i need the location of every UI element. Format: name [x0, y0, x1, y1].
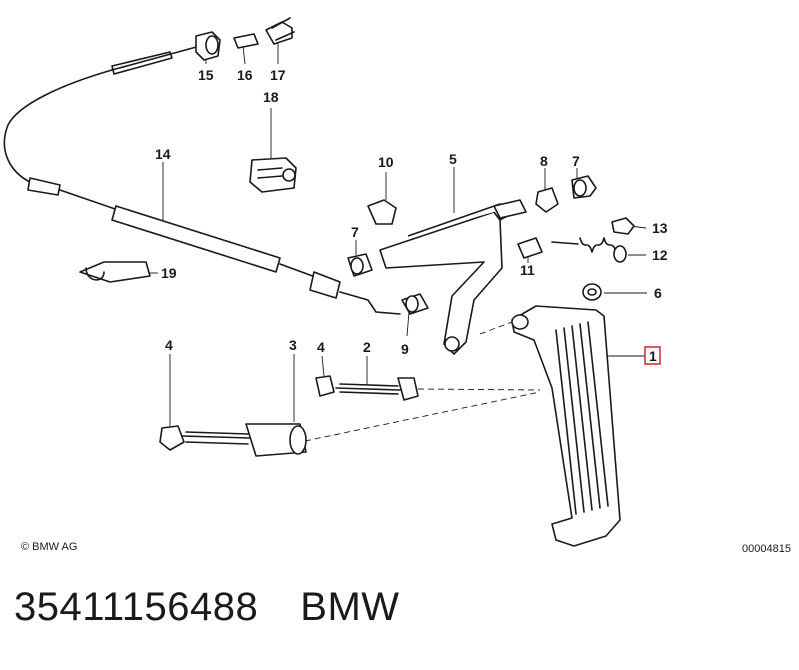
cable-clip: [79, 261, 151, 283]
callout-labels: 15 16 17 18 14 19 10 5 8 7 13 12 6 11 7 …: [155, 67, 668, 365]
bushings: [347, 175, 597, 277]
callout-19: 19: [161, 265, 177, 281]
callout-7-left: 7: [351, 224, 359, 240]
callout-13: 13: [652, 220, 668, 236]
adjusting-screw: [315, 375, 419, 401]
callout-5: 5: [449, 151, 457, 167]
callout-4-left: 4: [165, 337, 173, 353]
cable-bracket: [249, 157, 297, 193]
washer: [582, 283, 602, 301]
copyright-notice: © BMW AG: [21, 541, 78, 553]
parts-diagram: 15 16 17 18 14 19 10 5 8 7 13 12 6 11 7 …: [3, 17, 668, 547]
callout-14: 14: [155, 146, 171, 162]
part-caption: 35411156488 BMW: [14, 585, 442, 630]
pedal-lever-bracket: [379, 199, 527, 355]
callout-18: 18: [263, 89, 279, 105]
callout-2: 2: [363, 339, 371, 355]
callout-3: 3: [289, 337, 297, 353]
pedal-stop: [159, 423, 307, 457]
callout-4-right: 4: [317, 339, 325, 355]
pivot-bushing: [401, 293, 429, 315]
callout-9: 9: [401, 341, 409, 357]
accelerator-cable: [3, 45, 401, 315]
return-spring: [551, 217, 635, 263]
callout-1: 1: [649, 348, 657, 364]
callout-12: 12: [652, 247, 668, 263]
callout-11: 11: [520, 262, 535, 278]
cable-end-parts: [195, 17, 295, 61]
part-number: 35411156488: [14, 585, 259, 629]
brand-name: BMW: [300, 585, 400, 629]
callout-10: 10: [378, 154, 394, 170]
callout-15: 15: [198, 67, 214, 83]
image-number: 00004815: [742, 543, 791, 555]
accelerator-pedal: [511, 305, 621, 547]
lever-bushing: [517, 237, 543, 259]
callout-16: 16: [237, 67, 253, 83]
callout-17: 17: [270, 67, 286, 83]
callout-8: 8: [540, 153, 548, 169]
highlight-box: [644, 346, 661, 365]
callout-7-top: 7: [572, 153, 580, 169]
spring-clip: [535, 187, 559, 213]
stop-bolt: [367, 199, 397, 225]
callout-6: 6: [654, 285, 662, 301]
